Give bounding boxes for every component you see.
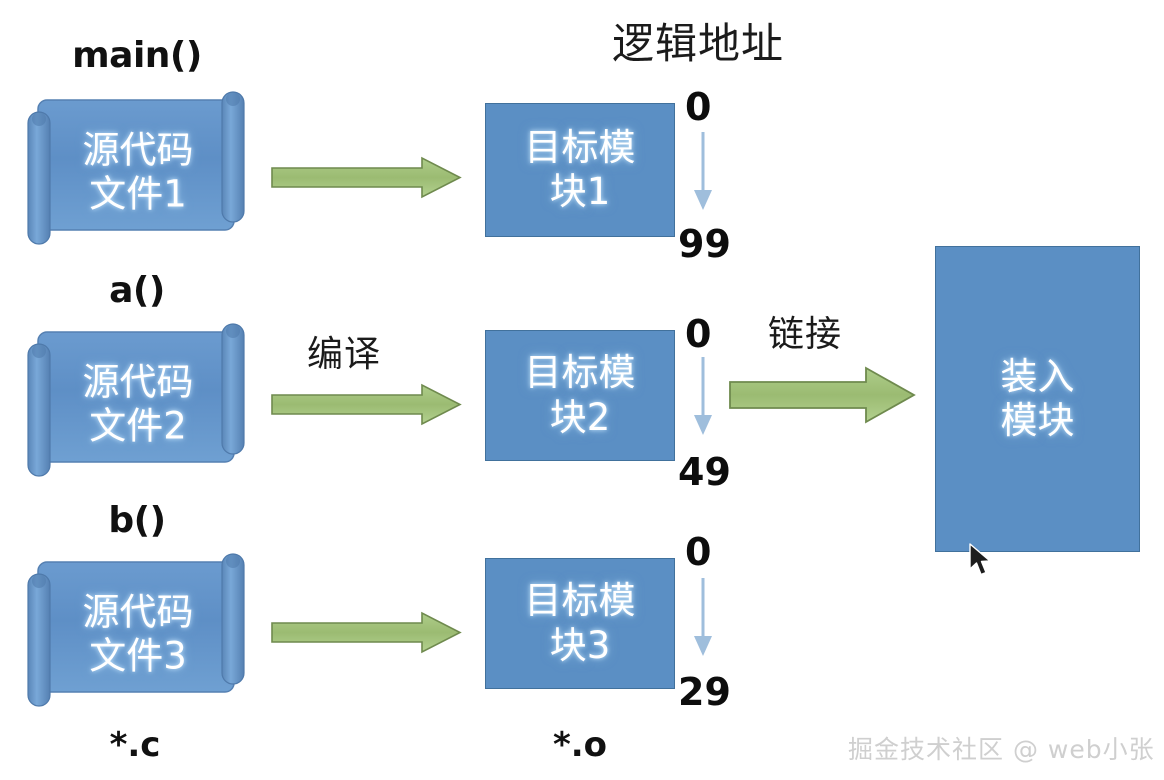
page-title: 逻辑地址	[612, 19, 785, 68]
compile-arrow-2	[270, 382, 462, 432]
source-file-scroll-1[interactable]: 源代码 文件1	[24, 86, 248, 252]
mouse-cursor	[968, 543, 994, 584]
arrow-down-icon	[694, 132, 712, 210]
compile-arrow-3	[270, 610, 462, 660]
address-range-arrow-2	[690, 355, 716, 445]
function-label-main: main()	[72, 35, 202, 76]
scroll-graphic	[27, 323, 245, 477]
address-end-1: 99	[678, 222, 731, 266]
target-module-label-1: 目标模 块1	[524, 125, 636, 213]
address-range-arrow-3	[690, 576, 716, 666]
cursor-arrow-icon	[969, 543, 991, 576]
function-label-b: b()	[108, 500, 166, 541]
target-module-box-1[interactable]: 目标模 块1	[485, 103, 675, 237]
load-module-box[interactable]: 装入 模块	[935, 246, 1140, 552]
link-arrow	[728, 366, 916, 429]
function-label-a: a()	[109, 270, 165, 311]
scroll-graphic	[27, 91, 245, 245]
target-module-label-2: 目标模 块2	[524, 351, 636, 439]
address-end-2: 49	[678, 450, 731, 494]
arrow-down-icon	[694, 357, 712, 435]
arrow-right-icon	[729, 366, 916, 424]
address-start-2: 0	[685, 312, 712, 356]
compile-arrow-1	[270, 155, 462, 205]
arrow-right-icon	[271, 611, 462, 654]
object-extension-label: *.o	[552, 725, 608, 765]
address-start-1: 0	[685, 85, 712, 129]
arrow-right-icon	[271, 156, 462, 199]
watermark-text: 掘金技术社区 @ web小张	[848, 735, 1155, 764]
scroll-graphic	[27, 553, 245, 707]
target-module-box-3[interactable]: 目标模 块3	[485, 558, 675, 689]
address-end-3: 29	[678, 670, 731, 714]
source-file-scroll-3[interactable]: 源代码 文件3	[24, 548, 248, 714]
compile-step-label: 编译	[307, 334, 382, 375]
load-module-label: 装入 模块	[1000, 354, 1075, 442]
address-start-3: 0	[685, 530, 712, 574]
target-module-box-2[interactable]: 目标模 块2	[485, 330, 675, 461]
link-step-label: 链接	[768, 314, 843, 355]
source-extension-label: *.c	[109, 725, 161, 765]
source-file-scroll-2[interactable]: 源代码 文件2	[24, 318, 248, 484]
target-module-label-3: 目标模 块3	[524, 579, 636, 667]
address-range-arrow-1	[690, 130, 716, 220]
arrow-down-icon	[694, 578, 712, 656]
arrow-right-icon	[271, 383, 462, 426]
